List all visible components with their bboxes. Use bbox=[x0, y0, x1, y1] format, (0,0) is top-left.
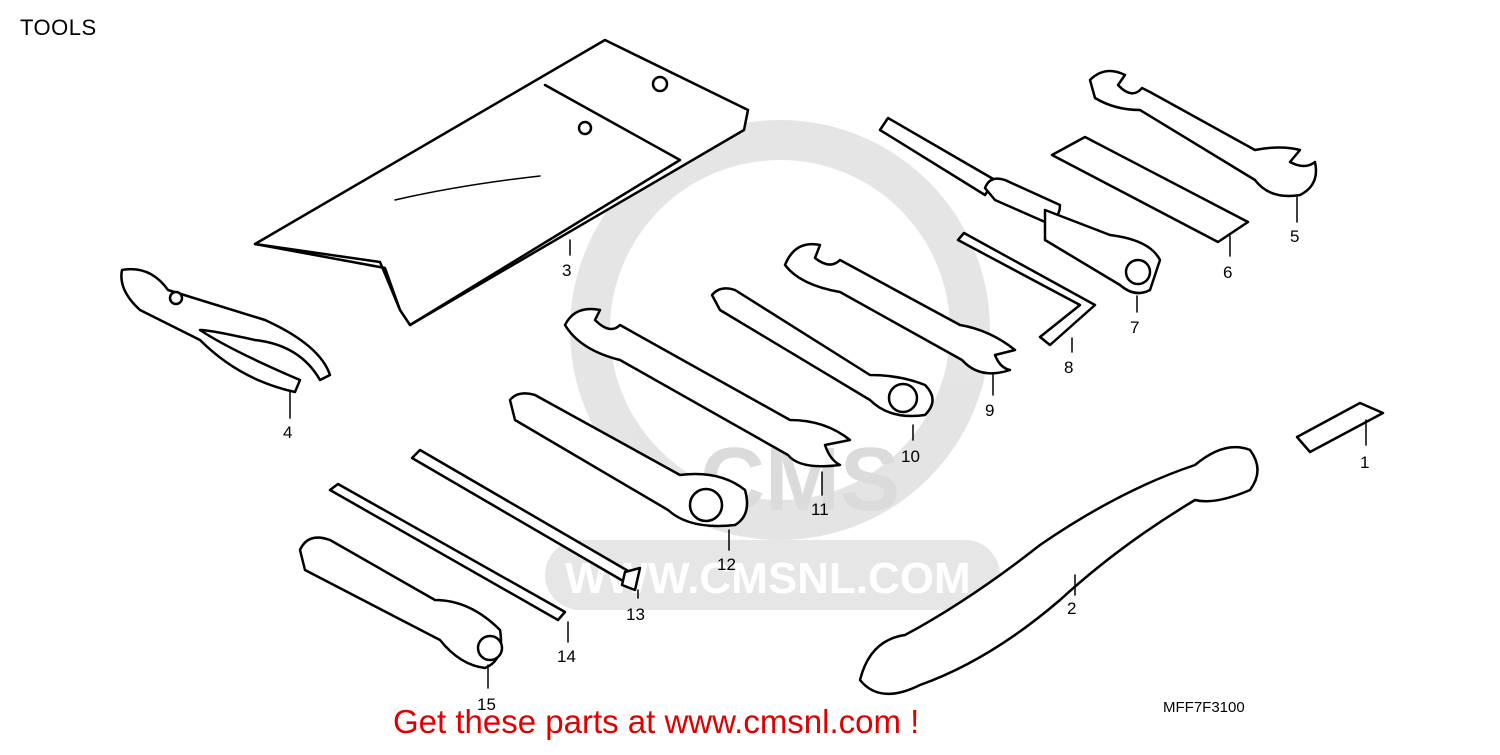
watermark: CMS WWW.CMSNL.COM bbox=[545, 120, 1000, 610]
tool-bag-part bbox=[253, 38, 750, 327]
callout-7: 7 bbox=[1130, 318, 1139, 337]
strap-part bbox=[858, 445, 1259, 696]
callout-8: 8 bbox=[1064, 358, 1073, 377]
clip-part bbox=[1295, 401, 1385, 454]
callout-labels: 1 2 3 4 5 6 7 8 9 10 11 12 13 14 15 bbox=[283, 227, 1369, 714]
callout-3: 3 bbox=[562, 261, 571, 280]
callout-2: 2 bbox=[1067, 599, 1076, 618]
callout-9: 9 bbox=[985, 401, 994, 420]
callout-13: 13 bbox=[626, 605, 645, 624]
promo-link[interactable]: Get these parts at www.cmsnl.com ! bbox=[393, 703, 920, 740]
diagram-title: TOOLS bbox=[20, 15, 97, 40]
callout-15: 15 bbox=[477, 695, 496, 714]
callout-11: 11 bbox=[811, 500, 829, 519]
callout-10: 10 bbox=[901, 447, 920, 466]
callout-6: 6 bbox=[1223, 263, 1232, 282]
leader-lines bbox=[289, 196, 1367, 689]
box-wrench-part-12 bbox=[508, 392, 749, 528]
wrench-part-11 bbox=[563, 307, 852, 468]
flat-bar-part bbox=[1050, 135, 1250, 244]
box-wrench-part-10 bbox=[710, 287, 934, 418]
wrench-part-5 bbox=[1088, 69, 1318, 198]
callout-1: 1 bbox=[1360, 453, 1369, 472]
callout-12: 12 bbox=[717, 555, 736, 574]
screwdriver-bit-part-14 bbox=[328, 482, 567, 622]
callout-4: 4 bbox=[283, 423, 292, 442]
wrench-part-9 bbox=[783, 242, 1017, 375]
callout-14: 14 bbox=[557, 647, 576, 666]
plug-wrench-part bbox=[878, 116, 1162, 295]
pliers-part bbox=[120, 267, 332, 394]
hex-key-part bbox=[956, 231, 1097, 347]
watermark-url-band bbox=[545, 540, 1000, 610]
screwdriver-bit-part-13 bbox=[410, 448, 642, 592]
diagram-code: MFF7F3100 bbox=[1163, 699, 1245, 716]
screwdriver-handle-part bbox=[298, 536, 504, 670]
callout-5: 5 bbox=[1290, 227, 1299, 246]
